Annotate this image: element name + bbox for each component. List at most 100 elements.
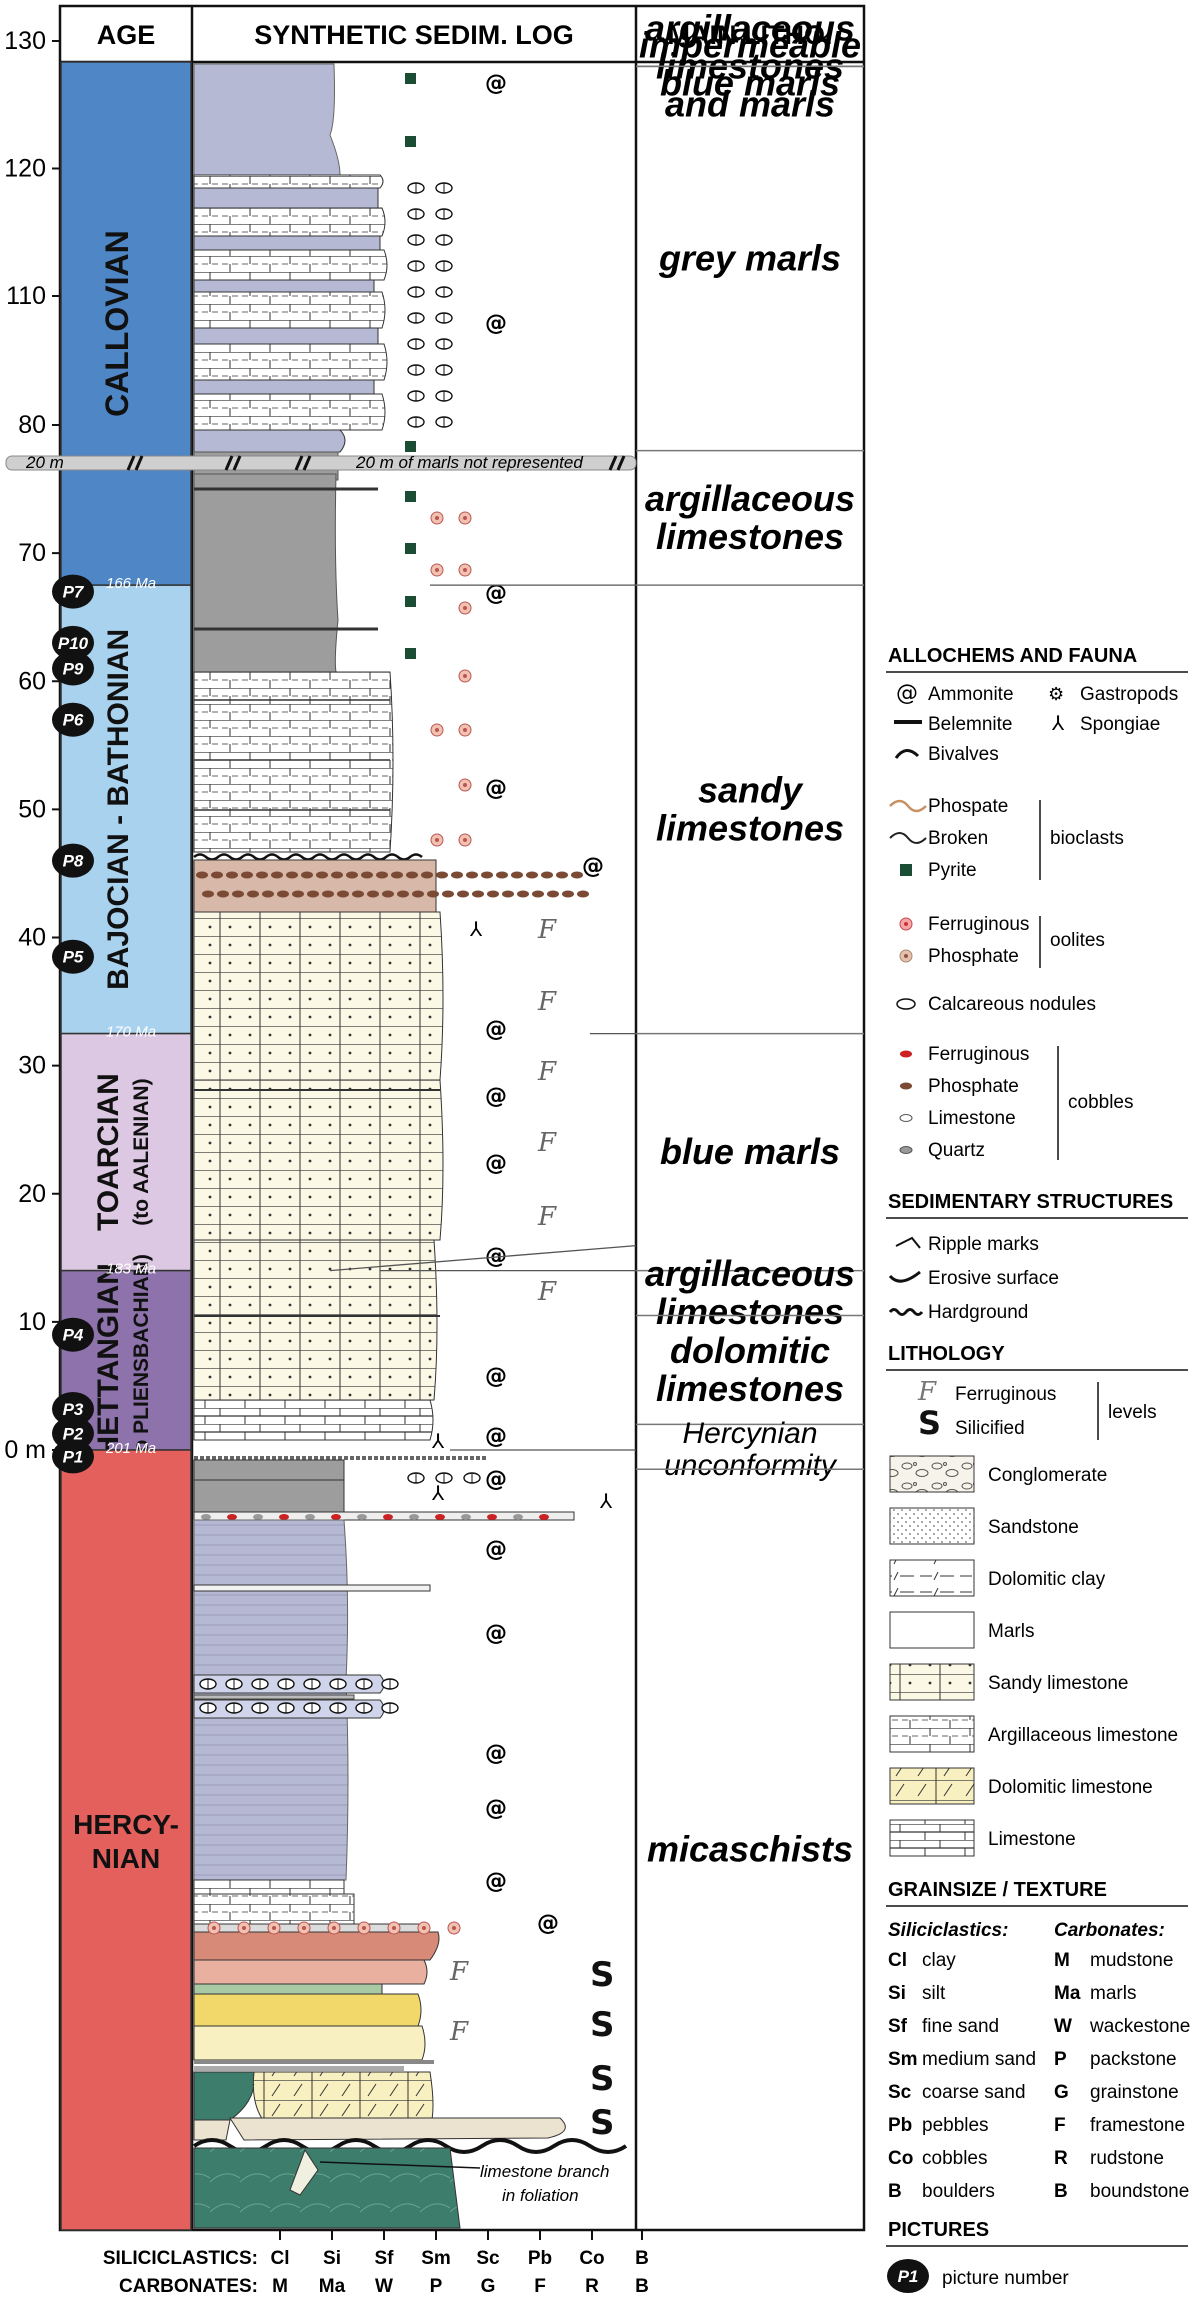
pyrite-icon (900, 864, 912, 876)
carbonate-code-key: W (1054, 2016, 1072, 2037)
age-boundary-label: 166 Ma (106, 575, 156, 592)
phosphate-cobble (256, 871, 268, 879)
phosphate-cobble (232, 890, 244, 898)
ferruginous-cobble (487, 1514, 497, 1520)
phosphate-cobble (286, 871, 298, 879)
siliciclastic-code-key: Cl (888, 1950, 907, 1971)
erosive-surface-icon (888, 1270, 921, 1283)
hardground-icon (888, 1308, 924, 1316)
pyrite-icon (405, 136, 416, 147)
silicified-level-icon: S (590, 1955, 615, 1995)
oolite-core-icon (392, 1926, 396, 1930)
legend-conglomerate: Conglomerate (988, 1465, 1107, 1486)
pyrite-icon (405, 648, 416, 659)
sandy-limestone-swatch (889, 1663, 975, 1701)
picture-marker (52, 1317, 94, 1352)
siliciclastic-code-name: boulders (922, 2181, 995, 2202)
siliciclastic-code-key: Sf (888, 2016, 908, 2037)
ferruginous-cobble (461, 1514, 471, 1520)
phosphate-cobble (421, 871, 433, 879)
siliciclastic-code: Sm (421, 2248, 451, 2269)
age-label: TOARCIAN (92, 1073, 125, 1231)
oolite-core-icon (463, 516, 467, 520)
dolomitic-clay-swatch (889, 1559, 975, 1597)
age-band (60, 61, 192, 586)
ferruginous-level-icon: F (537, 1202, 557, 1232)
oolite-core-icon (463, 783, 467, 787)
phosphate-cobble (211, 871, 223, 879)
phosphate-cobble (412, 890, 424, 898)
bivalve-icon (894, 749, 920, 759)
ferruginous-cobble (279, 1514, 289, 1520)
ammonite-icon: @ (485, 1364, 507, 1389)
phosphate-cobble (202, 890, 214, 898)
picture-label: P4 (63, 1326, 84, 1345)
phosphate-cobble (331, 871, 343, 879)
legend-hardground: Hardground (928, 1302, 1028, 1323)
oolite-core-icon (463, 674, 467, 678)
legend-calcareous-nodules: Calcareous nodules (928, 994, 1096, 1015)
siliciclastic-code: Sc (476, 2248, 500, 2269)
legend-lithology-title: LITHOLOGY (888, 1343, 1005, 1365)
ferruginous-cobble (201, 1514, 211, 1520)
ferruginous-cobble (305, 1514, 315, 1520)
depth-tick-label: 120 (4, 155, 46, 183)
siliciclastic-code-key: Sc (888, 2082, 912, 2103)
age-label-group: HETTANGIAN(to PLIENSBACHIAN) (92, 1254, 153, 1466)
log-note-line2: in foliation (502, 2186, 579, 2205)
legend-belemnite: Belemnite (928, 714, 1013, 735)
carbonate-code-name: grainstone (1090, 2082, 1179, 2103)
legend-carbonates-head: Carbonates: (1054, 1920, 1165, 1941)
gastropod-icon: ⚙ (1048, 684, 1064, 705)
picture-marker (52, 625, 94, 660)
ammonite-icon: @ (485, 1424, 507, 1449)
legend-ripple: Ripple marks (928, 1234, 1039, 1255)
pyrite-icon (405, 73, 416, 84)
ferruginous-cobble (227, 1514, 237, 1520)
ammonite-icon: @ (485, 1017, 507, 1042)
ammonite-icon: @ (485, 1467, 507, 1492)
pyrite-icon (405, 491, 416, 502)
siliciclastic-code-name: pebbles (922, 2115, 989, 2136)
ferruginous-cobble (357, 1514, 367, 1520)
ferruginous-cobble (383, 1514, 393, 1520)
phosphate-cobble (442, 890, 454, 898)
ammonite-icon: @ (485, 1084, 507, 1109)
ammonite-icon: @ (485, 1621, 507, 1646)
legend-sandy-limestone: Sandy limestone (988, 1673, 1128, 1694)
picture-label: P3 (63, 1400, 84, 1419)
legend-limestone: Limestone (988, 1829, 1076, 1850)
phosphate-cobble (526, 871, 538, 879)
gap-break-marks (126, 455, 626, 471)
spongiae-icon: ⅄ (1051, 711, 1065, 735)
bed-hettangian (193, 1879, 566, 2141)
phosphate-cobble (397, 890, 409, 898)
phosphate-cobble (247, 890, 259, 898)
picture-label: P2 (63, 1424, 84, 1443)
siliciclastic-code: Sf (375, 2248, 395, 2269)
siliciclastic-code: Pb (528, 2248, 552, 2269)
age-label-group: BAJOCIAN - BATHONIAN (102, 629, 135, 990)
legend-oolite-phosphate: Phosphate (928, 946, 1019, 967)
phosphate-cobble (271, 871, 283, 879)
age-sublabel: (to AALENIAN) (130, 1078, 153, 1225)
phosphate-cobble (571, 871, 583, 879)
phosphate-cobble (346, 871, 358, 879)
pyrite-icon (405, 596, 416, 607)
legend-dolomitic-clay: Dolomitic clay (988, 1569, 1106, 1590)
ferruginous-level-icon: F (537, 987, 557, 1017)
phosphate-cobble (226, 871, 238, 879)
phosphate-cobble (241, 871, 253, 879)
picture-label: P8 (63, 852, 84, 871)
legend-bioclasts: bioclasts (1050, 828, 1124, 849)
broken-bioclast-icon (889, 832, 927, 844)
picture-label: P1 (63, 1447, 84, 1466)
legend-sedstruct-title: SEDIMENTARY STRUCTURES (888, 1191, 1173, 1213)
ferruginous-cobble (435, 1514, 445, 1520)
phosphate-oolite-icon (904, 954, 908, 958)
depth-tick-label: 20 (18, 1180, 46, 1208)
picture-marker (52, 939, 94, 974)
legend-spongiae: Spongiae (1080, 714, 1160, 735)
